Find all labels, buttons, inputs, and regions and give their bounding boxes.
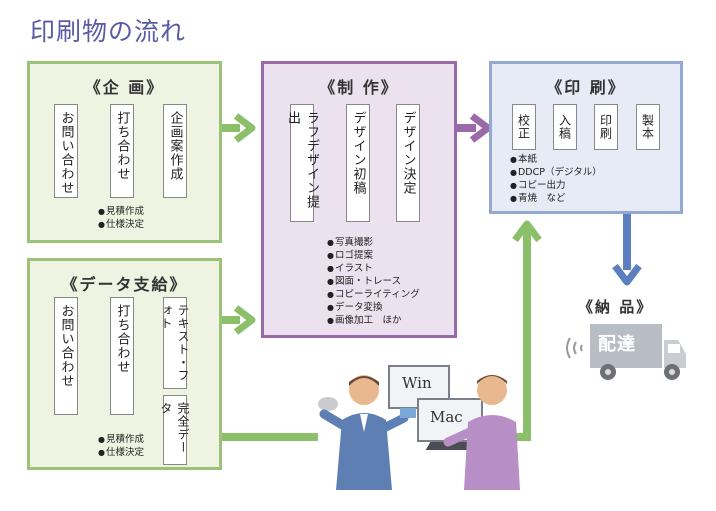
production-note: 画像加工 ほか <box>327 314 420 327</box>
planning-to-production-arrowhead <box>233 113 256 143</box>
printing-step-proof: 校正 <box>512 104 536 150</box>
planning-step-meeting: 打ち合わせ <box>110 104 134 198</box>
mac-label: Mac <box>430 408 463 426</box>
datasupply-note: 仕様決定 <box>98 446 144 459</box>
datasupply-title: 《データ支給》 <box>61 275 188 294</box>
printing-title: 《印 刷》 <box>546 78 626 97</box>
datasupply-to-production-arrowhead <box>233 305 256 335</box>
datasupply-notes: 見積作成 仕様決定 <box>98 433 144 459</box>
datasupply-step-inquiry: お問い合わせ <box>54 297 78 415</box>
production-note: ロゴ提案 <box>327 249 420 262</box>
production-step-rough-design: ラフデザイン提出 <box>285 104 319 222</box>
planning-step-inquiry: お問い合わせ <box>54 104 78 198</box>
printing-note: 青焼 など <box>510 192 602 205</box>
production-title: 《制 作》 <box>319 78 399 97</box>
card-icon <box>400 408 416 418</box>
cd-disc-icon <box>318 397 338 411</box>
production-to-printing-arrowhead <box>469 113 492 143</box>
production-note: 写真撮影 <box>327 236 420 249</box>
printing-note: 本紙 <box>510 153 602 166</box>
datasupply-step-text-photo: テキスト・フォト <box>159 297 190 389</box>
truck-label: 配達 <box>598 334 636 355</box>
printing-notes: 本紙 DDCP（デジタル） コピー出力 青焼 など <box>510 153 602 205</box>
delivery-title: 《納 品》 <box>578 298 654 316</box>
planning-note: 見積作成 <box>98 205 144 218</box>
production-step-final-design: デザイン決定 <box>396 104 420 222</box>
planning-title: 《企 画》 <box>84 78 165 97</box>
production-notes: 写真撮影 ロゴ提案 イラスト 図面・トレース コピーライティング データ変換 画… <box>327 236 420 327</box>
win-label: Win <box>402 374 432 392</box>
staff-people-illustration <box>318 375 520 490</box>
planning-step-proposal: 企画案作成 <box>163 104 187 198</box>
production-note: データ変換 <box>327 301 420 314</box>
delivery-truck-icon <box>566 324 686 380</box>
printing-step-binding: 製本 <box>636 104 660 150</box>
planning-note: 仕様決定 <box>98 218 144 231</box>
staff-to-printing-arrowhead <box>512 220 542 243</box>
printing-note: コピー出力 <box>510 179 602 192</box>
datasupply-step-meeting: 打ち合わせ <box>110 297 134 415</box>
datasupply-note: 見積作成 <box>98 433 144 446</box>
datasupply-step-complete-data: 完全データ <box>159 395 190 465</box>
production-step-first-draft: デザイン初稿 <box>346 104 370 222</box>
production-note: イラスト <box>327 262 420 275</box>
diagram-title: 印刷物の流れ <box>30 17 187 46</box>
printing-step-submission: 入稿 <box>553 104 577 150</box>
printing-step-printing: 印刷 <box>594 104 618 150</box>
production-note: 図面・トレース <box>327 275 420 288</box>
production-note: コピーライティング <box>327 288 420 301</box>
printing-to-delivery-arrowhead <box>612 263 642 286</box>
planning-notes: 見積作成 仕様決定 <box>98 205 144 231</box>
printing-note: DDCP（デジタル） <box>510 166 602 179</box>
